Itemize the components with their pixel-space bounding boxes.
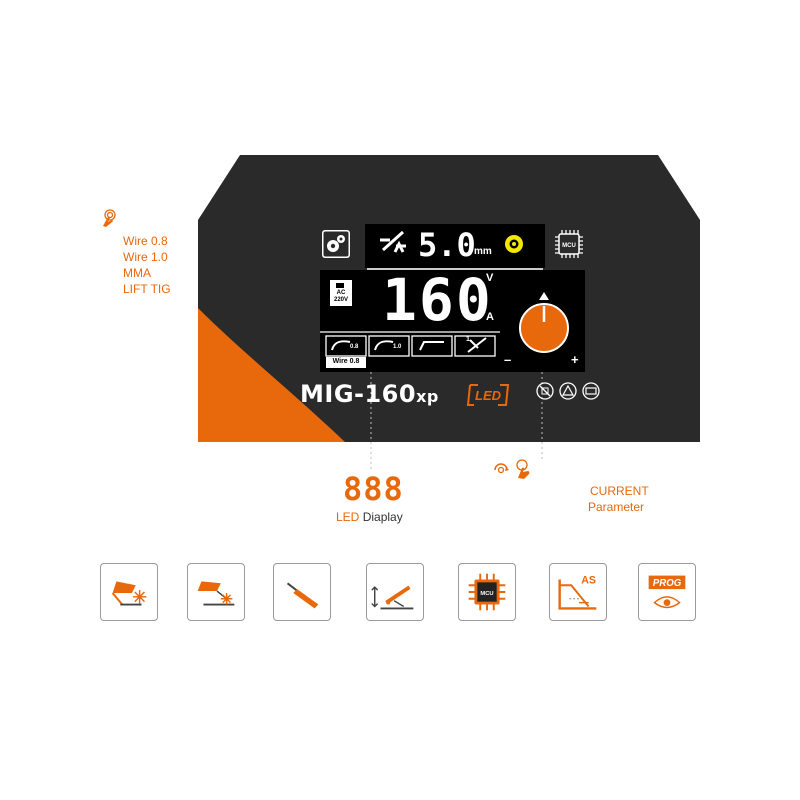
- feature-prog: PROG: [638, 563, 696, 621]
- mode-item-wire-10[interactable]: Wire 1.0: [123, 250, 168, 264]
- mig-torch-spark-icon: [197, 581, 235, 606]
- lift-tig-icon: [371, 585, 414, 610]
- plus-label: +: [571, 352, 579, 367]
- thickness-value: 5.0: [418, 226, 476, 264]
- feature-mcu-label: MCU: [480, 591, 493, 597]
- led-badge-text: LED: [475, 388, 502, 403]
- warning-icon: [559, 382, 577, 400]
- feature-lift-tig: [366, 563, 424, 621]
- tap-finger-icon: [103, 209, 116, 227]
- arc-start-icon: AS: [558, 574, 597, 610]
- feature-mig-wire: [100, 563, 158, 621]
- status-icons: [536, 382, 600, 400]
- led-badge: LED: [466, 384, 510, 406]
- prog-view-icon: PROG: [648, 575, 686, 609]
- model-name: MIG-160xp: [300, 380, 439, 408]
- feature-mig-spark: [187, 563, 245, 621]
- lcd-screen: 5.0 mm 160 V A AC 220V 0.8 1.0 1 Wire 0.…: [320, 224, 585, 372]
- spool-icon: [505, 235, 523, 253]
- feature-prog-label: PROG: [653, 578, 682, 589]
- model-suffix: xp: [416, 387, 439, 406]
- unit-amp: A: [486, 311, 494, 323]
- thickness-unit: mm: [474, 246, 492, 257]
- mode-box-label-2: 1.0: [393, 344, 402, 350]
- knob-hint-icons: [494, 459, 530, 479]
- press-finger-icon: [516, 459, 530, 479]
- rotate-icon: [494, 463, 509, 474]
- mode-item-lift-tig[interactable]: LIFT TIG: [123, 282, 171, 296]
- mode-item-wire-08[interactable]: Wire 0.8: [123, 234, 168, 248]
- feature-mcu: MCU: [458, 563, 516, 621]
- electrode-holder-icon: [286, 582, 319, 609]
- minus-label: –: [504, 352, 512, 367]
- unit-volt: V: [486, 272, 494, 284]
- feature-mma: [273, 563, 331, 621]
- power-badge: [330, 280, 352, 306]
- memory-icon: [582, 382, 600, 400]
- mcu-chip-icon: MCU: [468, 573, 506, 611]
- mig-torch-icon: [111, 581, 147, 606]
- current-knob[interactable]: [515, 292, 573, 354]
- current-label: CURRENT: [590, 484, 649, 498]
- mcu-chip-icon: MCU: [555, 230, 583, 258]
- selected-mode-label: Wire 0.8: [332, 358, 360, 365]
- led-display-label-hl: LED: [336, 510, 360, 524]
- current-value: 160: [382, 266, 493, 334]
- no-fan-icon: [536, 382, 554, 400]
- feature-as-label: AS: [581, 574, 596, 586]
- power-voltage: 220V: [333, 297, 348, 303]
- model-base: MIG-160: [300, 380, 417, 408]
- mode-list: Wire 0.8 Wire 1.0 MMA LIFT TIG: [123, 233, 171, 297]
- power-ac: AC: [336, 290, 346, 296]
- led-display-label: LED Diaplay: [336, 510, 403, 524]
- mode-item-mma[interactable]: MMA: [123, 266, 151, 280]
- led-digits: 888: [343, 470, 404, 508]
- power-label: AC 220V: [330, 290, 352, 304]
- mode-box-label-4: 1: [466, 336, 470, 343]
- feature-arc-start: AS: [549, 563, 607, 621]
- wire-feed-icon: [380, 230, 406, 253]
- led-display-label-text: Diaplay: [362, 510, 403, 524]
- mode-box-label-1: 0.8: [350, 344, 359, 350]
- settings-gear-button[interactable]: [321, 229, 351, 259]
- mcu-label: MCU: [562, 243, 576, 249]
- parameter-label: Parameter: [588, 500, 645, 514]
